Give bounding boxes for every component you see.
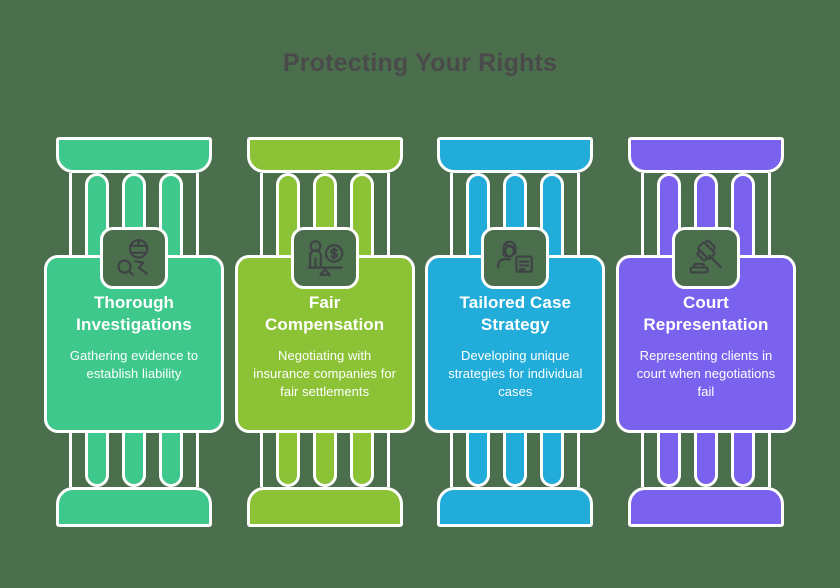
pillar-base (246, 487, 403, 527)
person-document-icon (481, 227, 550, 289)
pillar-thorough-investigations[interactable]: Thorough Investigations Gathering eviden… (44, 137, 224, 527)
pillar-row: Thorough Investigations Gathering eviden… (44, 137, 796, 527)
pillar-fair-compensation[interactable]: Fair Compensation Negotiating with insur… (234, 137, 415, 527)
detective-magnifier-icon (100, 227, 168, 289)
pillar-capital (437, 137, 594, 173)
pillar-base (627, 487, 784, 527)
pillar-base (56, 487, 212, 527)
pillar-card-title: Court Representation (643, 293, 769, 334)
pillar-capital (627, 137, 784, 173)
pillar-card-title: Thorough Investigations (76, 293, 192, 334)
pillar-card-title: Tailored Case Strategy (459, 293, 572, 334)
pillar-tailored-case-strategy[interactable]: Tailored Case Strategy Developing unique… (425, 137, 606, 527)
pillar-card-description: Developing unique strategies for individ… (448, 348, 583, 399)
pillar-card-description: Representing clients in court when negot… (636, 348, 776, 399)
pillar-card-title: Fair Compensation (265, 293, 385, 334)
pillar-capital (56, 137, 212, 173)
pillar-base (437, 487, 594, 527)
page-title: Protecting Your Rights (282, 49, 558, 77)
gavel-icon (671, 227, 740, 289)
pillar-court-representation[interactable]: Court Representation Representing client… (615, 137, 796, 527)
pillar-card-description: Gathering evidence to establish liabilit… (69, 348, 199, 381)
pillar-card-description: Negotiating with insurance companies for… (253, 348, 397, 399)
pillar-capital (246, 137, 403, 173)
balance-scale-icon (290, 227, 359, 289)
